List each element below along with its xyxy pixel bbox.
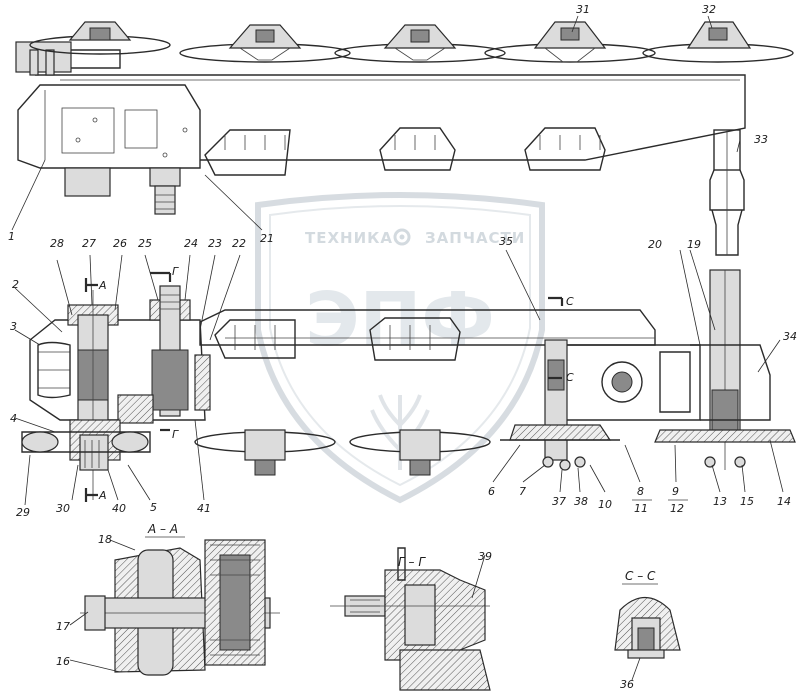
- callout-30: 30: [56, 502, 70, 515]
- callout-39: 39: [478, 550, 492, 563]
- top-view: [15, 21, 794, 256]
- callout-22: 22: [232, 237, 246, 250]
- mower-disc-top-1: [29, 21, 171, 55]
- callout-11: 11: [634, 502, 648, 515]
- callout-34: 34: [783, 330, 797, 343]
- callout-2: 2: [12, 278, 19, 291]
- callout-35: 35: [499, 235, 513, 248]
- callout-8: 8: [637, 485, 644, 498]
- callout-33: 33: [754, 133, 768, 146]
- callout-20: 20: [648, 238, 662, 251]
- callout-26: 26: [113, 237, 127, 250]
- shaft-33: [709, 129, 745, 256]
- callout-41: 41: [197, 502, 211, 515]
- callout-37: 37: [552, 495, 566, 508]
- watermark-logo: ЭПФ: [305, 277, 495, 363]
- callout-29: 29: [16, 506, 30, 519]
- callout-1: 1: [8, 230, 15, 243]
- callout-9: 9: [672, 485, 679, 498]
- callout-5: 5: [150, 501, 157, 514]
- cut-a-top: А: [98, 279, 107, 292]
- callout-3: 3: [10, 320, 17, 333]
- callout-21: 21: [260, 232, 274, 245]
- cut-markers: А А Г Г С С: [84, 265, 574, 502]
- gearbox-housing: [17, 84, 201, 169]
- callout-38: 38: [574, 495, 588, 508]
- mower-disc-top-2: [179, 24, 351, 63]
- main-section-view: [21, 269, 796, 500]
- callout-23: 23: [208, 237, 222, 250]
- callout-10: 10: [598, 498, 612, 511]
- section-title-c-c: С – С: [625, 569, 656, 583]
- section-title-a-a: А – А: [147, 522, 178, 536]
- mower-disc-top-3: [334, 24, 506, 63]
- callout-32: 32: [702, 3, 716, 16]
- callout-28: 28: [50, 237, 64, 250]
- lower-rotor-disc: [194, 429, 336, 476]
- section-g-g: [330, 547, 491, 691]
- cut-g-top: Г: [172, 265, 179, 278]
- callout-16: 16: [56, 655, 70, 668]
- callout-6: 6: [488, 485, 495, 498]
- callout-25: 25: [138, 237, 152, 250]
- callout-24: 24: [184, 237, 198, 250]
- callout-14: 14: [777, 495, 791, 508]
- watermark-text-left: ТЕХНИКА: [305, 229, 393, 247]
- gear-icon: [393, 228, 411, 246]
- callout-31: 31: [576, 3, 590, 16]
- mower-disc-top-4: [484, 21, 656, 63]
- callout-27: 27: [82, 237, 96, 250]
- leader-lines: [11, 15, 784, 681]
- section-title-g-g: Г – Г: [398, 555, 426, 569]
- callout-4: 4: [10, 412, 17, 425]
- mower-disc-top-5: [642, 21, 794, 63]
- callout-18: 18: [98, 533, 112, 546]
- middle-rotor-disc: [349, 429, 491, 476]
- callout-17: 17: [56, 620, 70, 633]
- cut-g-bottom: Г: [172, 428, 179, 441]
- left-gearbox-section: [21, 285, 211, 500]
- section-a-a: [80, 539, 280, 676]
- callout-7: 7: [519, 485, 526, 498]
- section-c-c: [614, 596, 681, 659]
- callout-labels: 1 2 3 4 5 6 7 8 9 10 11 12 13 14 15 16 1…: [8, 3, 797, 691]
- cutter-guards-top: [204, 127, 606, 176]
- callout-15: 15: [740, 495, 754, 508]
- sprocket-a-a: [204, 539, 266, 666]
- callout-40: 40: [112, 502, 126, 515]
- drive-sprocket-top: [15, 41, 121, 76]
- callout-36: 36: [620, 678, 634, 691]
- cut-c-bottom: С: [566, 371, 574, 384]
- callout-13: 13: [713, 495, 727, 508]
- cutter-guards-main: [214, 317, 461, 361]
- watermark-text-right: ЗАПЧАСТИ: [425, 229, 525, 247]
- cut-c-top: С: [566, 295, 574, 308]
- callout-19: 19: [687, 238, 701, 251]
- callout-12: 12: [670, 502, 684, 515]
- cut-a-bottom: А: [98, 489, 107, 502]
- right-housing-section: [500, 269, 796, 471]
